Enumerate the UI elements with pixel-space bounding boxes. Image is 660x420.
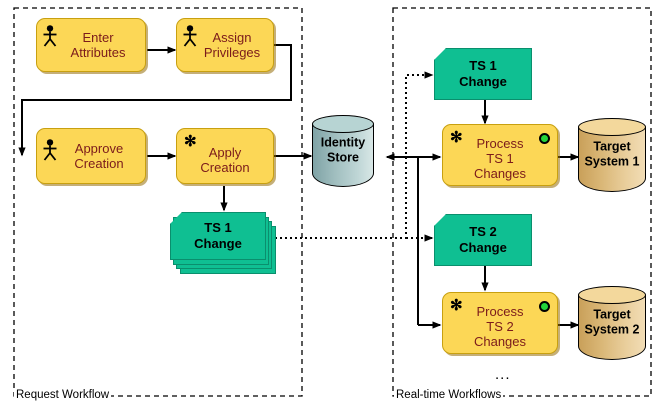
- ts1-change[interactable]: TS 1 Change: [434, 48, 532, 100]
- datastore-target-system-2[interactable]: Target System 2: [578, 286, 646, 360]
- actor-icon: [42, 25, 58, 49]
- ts2-change[interactable]: TS 2 Change: [434, 214, 532, 266]
- cylinder-top: [578, 118, 646, 136]
- task-process-ts1-changes[interactable]: ✻ Process TS 1 Changes: [442, 124, 558, 186]
- more-workflows-ellipsis: ...: [495, 366, 511, 383]
- task-label: Assign Privileges: [203, 30, 261, 60]
- gear-icon: ✻: [450, 129, 463, 146]
- task-assign-privileges[interactable]: Assign Privileges: [176, 18, 274, 72]
- ts1-change-stack-face: TS 1 Change: [170, 212, 266, 260]
- change-label: TS 2 Change: [459, 224, 507, 255]
- change-label: TS 1 Change: [194, 220, 242, 251]
- actor-icon: [42, 139, 58, 163]
- green-status-dot-icon: [539, 301, 550, 312]
- cylinder-top: [312, 115, 374, 133]
- ts1-change-stack[interactable]: TS 1 Change: [170, 212, 276, 274]
- task-enter-attributes[interactable]: Enter Attributes: [36, 18, 146, 72]
- datastore-label: Target System 2: [584, 307, 640, 337]
- datastore-label: Target System 1: [584, 139, 640, 169]
- datastore-label: Identity Store: [320, 135, 366, 165]
- task-label: Apply Creation: [200, 145, 250, 175]
- task-label: Process TS 2 Changes: [473, 303, 527, 349]
- task-process-ts2-changes[interactable]: ✻ Process TS 2 Changes: [442, 292, 558, 354]
- actor-icon: [182, 25, 198, 49]
- datastore-identity-store[interactable]: Identity Store: [312, 115, 374, 187]
- group-label-request-workflow: Request Workflow: [14, 389, 112, 402]
- cylinder-body: [312, 124, 374, 187]
- task-approve-creation[interactable]: Approve Creation: [36, 128, 146, 184]
- cylinder-top: [578, 286, 646, 304]
- task-label: Process TS 1 Changes: [473, 135, 527, 181]
- cylinder-body: [578, 127, 646, 192]
- task-label: Enter Attributes: [70, 30, 126, 60]
- task-label: Approve Creation: [74, 141, 124, 171]
- change-label: TS 1 Change: [459, 58, 507, 89]
- gear-icon: ✻: [450, 297, 463, 314]
- task-apply-creation[interactable]: ✻ Apply Creation: [176, 128, 274, 184]
- gear-icon: ✻: [184, 133, 197, 150]
- datastore-target-system-1[interactable]: Target System 1: [578, 118, 646, 192]
- green-status-dot-icon: [539, 133, 550, 144]
- group-label-real-time-workflows: Real-time Workflows: [394, 389, 504, 402]
